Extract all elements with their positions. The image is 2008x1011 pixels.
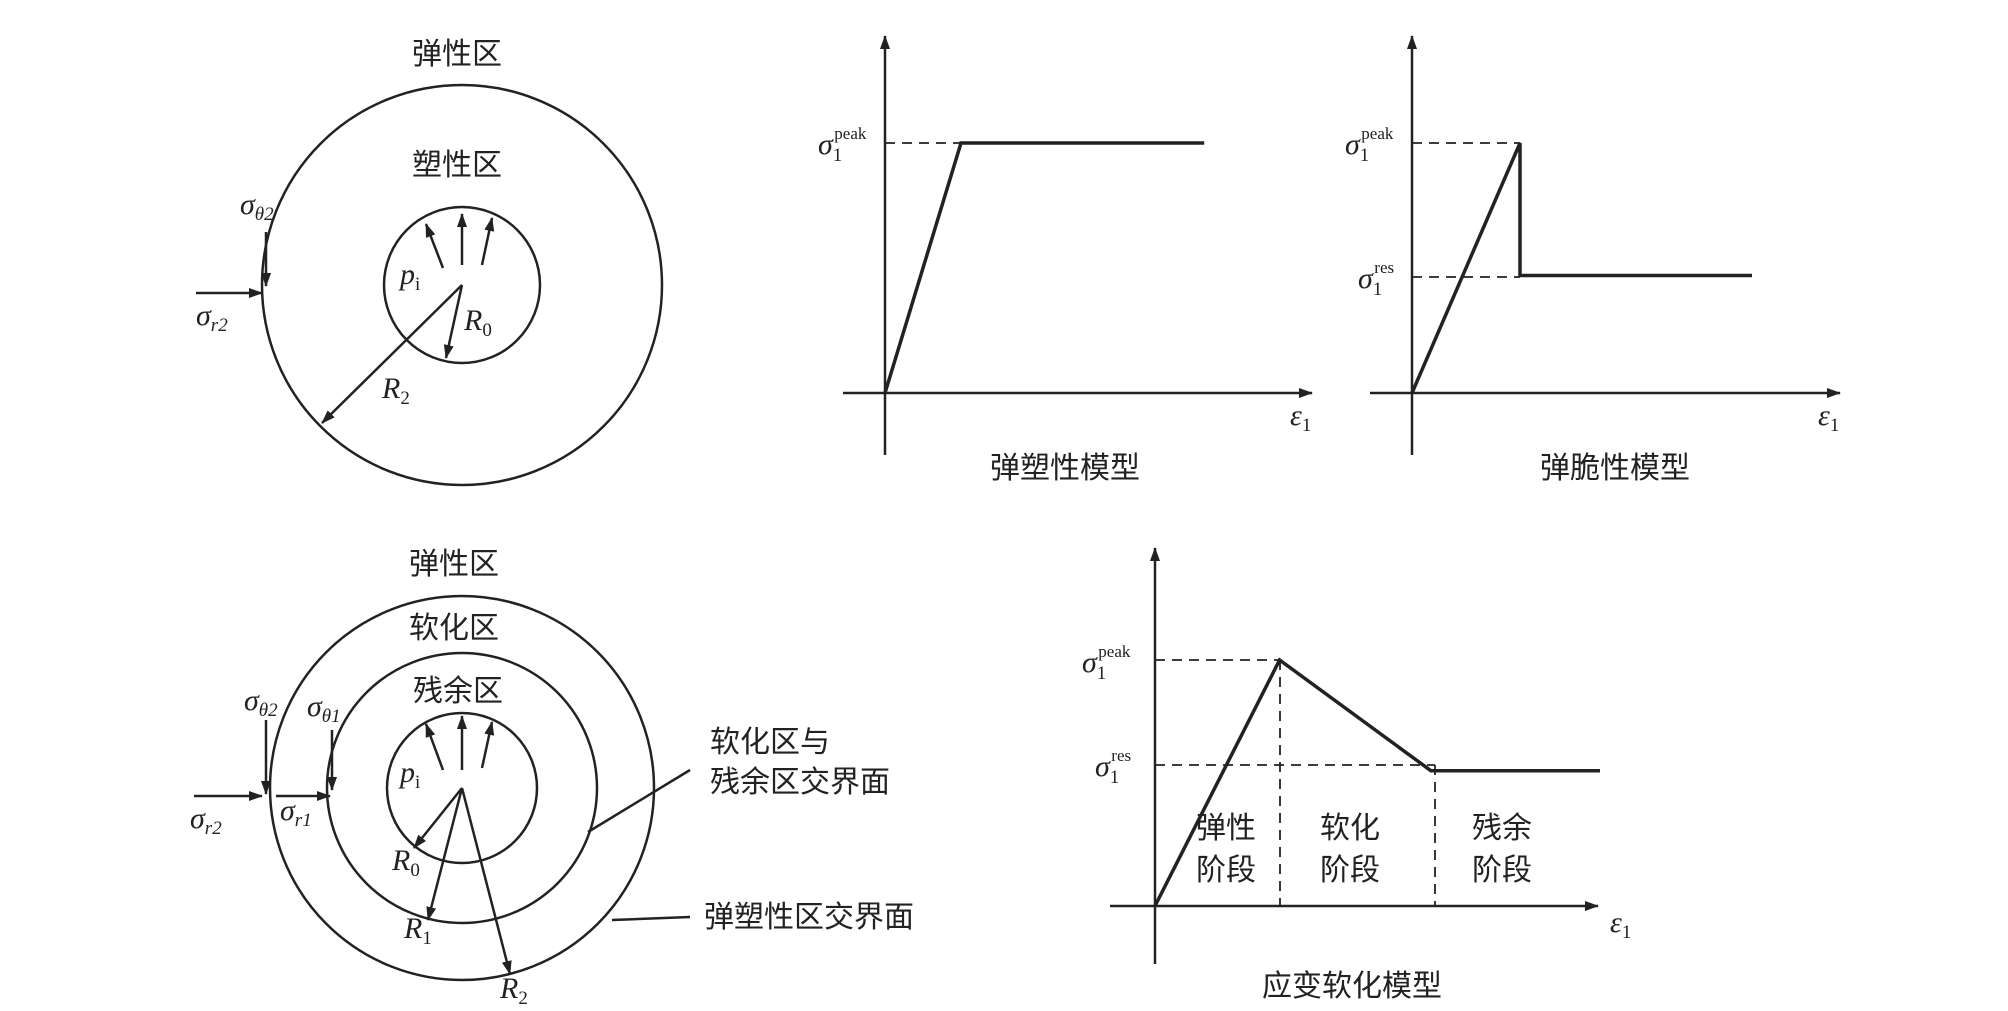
radius-r2-label: R2 <box>381 372 410 409</box>
interface-leader-line <box>611 915 691 922</box>
strain-axis-label: ε1 <box>1610 906 1631 943</box>
elastic-zone-label: 弹性区 <box>409 547 499 582</box>
tunnel-opening-circle <box>385 711 539 865</box>
chart-caption: 应变软化模型 <box>1262 969 1442 1004</box>
radius-r0-label: R0 <box>391 844 420 881</box>
tangential-stress-label-inner: σθ1 <box>307 690 341 727</box>
radius-r2-arrow <box>321 284 463 424</box>
tunnel-diagram-top: 弹性区 塑性区 pi R0 R2 σθ2 σr2 <box>196 37 664 487</box>
pressure-arrow <box>480 217 495 266</box>
stress-strain-curve <box>1410 142 1752 394</box>
strain-axis-label: ε1 <box>1290 399 1311 436</box>
radius-r2-label: R2 <box>499 972 528 1009</box>
pressure-arrow <box>424 223 445 269</box>
elastic-zone-label: 弹性区 <box>412 37 502 72</box>
interface-ep-label: 弹塑性区交界面 <box>704 900 914 935</box>
radial-stress-label-outer: σr2 <box>190 802 222 839</box>
residual-zone-label: 残余区 <box>413 674 503 709</box>
radius-r0-label: R0 <box>463 304 492 341</box>
pressure-arrow <box>480 721 495 769</box>
interface-leader-line <box>587 768 691 834</box>
softening-zone-label: 软化区 <box>409 611 499 646</box>
internal-pressure-label: pi <box>398 756 420 793</box>
peak-stress-label: σ1peak <box>818 124 867 166</box>
stress-strain-curve <box>883 141 1205 394</box>
chart-elastic-plastic: σ1peak ε1 弹塑性模型 <box>818 35 1313 486</box>
radius-r1-label: R1 <box>403 912 432 949</box>
radius-r0-arrow <box>443 284 464 359</box>
tangential-stress-label: σθ2 <box>240 188 274 225</box>
pressure-arrow <box>424 723 445 771</box>
radius-r0-arrow <box>413 787 463 849</box>
stage-residual-label: 阶段 <box>1472 853 1532 888</box>
stress-strain-curve <box>1153 657 1600 907</box>
tangential-stress-label-outer: σθ2 <box>244 684 278 721</box>
chart-caption: 弹塑性模型 <box>990 451 1140 486</box>
chart-strain-softening: σ1peak σ1res ε1 弹性 阶段 软化 阶段 残余 阶段 应变软化模型 <box>1082 547 1631 1004</box>
radial-stress-label: σr2 <box>196 299 228 336</box>
interface-soft-res-label: 残余区交界面 <box>710 765 890 800</box>
chart-caption: 弹脆性模型 <box>1540 451 1690 486</box>
stage-softening-label: 软化 <box>1320 811 1380 846</box>
peak-stress-label: σ1peak <box>1082 642 1131 684</box>
stage-residual-label: 残余 <box>1472 811 1532 846</box>
plastic-zone-label: 塑性区 <box>412 148 502 183</box>
strain-axis-label: ε1 <box>1818 399 1839 436</box>
stage-softening-label: 阶段 <box>1320 853 1380 888</box>
residual-stress-label: σ1res <box>1358 258 1394 300</box>
tunnel-diagram-bottom: 弹性区 软化区 残余区 pi R0 R1 R2 σθ2 σr2 <box>190 547 914 1009</box>
peak-stress-label: σ1peak <box>1345 124 1394 166</box>
tunnel-opening-circle <box>382 205 542 365</box>
internal-pressure-label: pi <box>398 258 420 295</box>
interface-soft-res-label: 软化区与 <box>710 725 830 760</box>
radius-r1-arrow <box>426 787 464 921</box>
radial-stress-label-inner: σr1 <box>280 794 312 831</box>
stage-elastic-label: 弹性 <box>1196 811 1256 846</box>
stage-elastic-label: 阶段 <box>1196 853 1256 888</box>
radius-r2-arrow <box>460 787 512 975</box>
chart-elastic-brittle: σ1peak σ1res ε1 弹脆性模型 <box>1345 35 1841 486</box>
residual-stress-label: σ1res <box>1095 746 1131 788</box>
